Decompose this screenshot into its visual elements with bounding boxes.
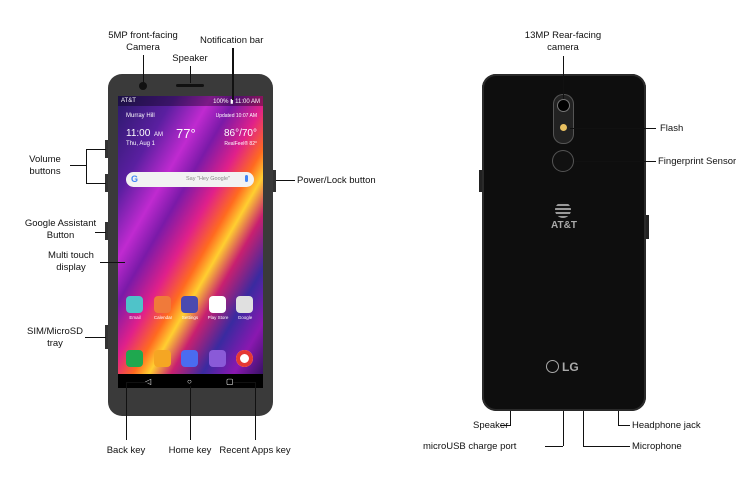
rear-camera-module xyxy=(553,94,574,144)
label-notification-bar: Notification bar xyxy=(200,35,264,46)
label-usb: microUSB charge port xyxy=(423,441,517,452)
app-label: Google xyxy=(237,315,253,320)
clock-time: 11:00 xyxy=(126,128,151,139)
google-folder-icon[interactable] xyxy=(236,296,253,313)
label-home-key: Home key xyxy=(168,445,212,456)
fingerprint-sensor[interactable] xyxy=(553,151,573,171)
home-key[interactable]: ○ xyxy=(187,377,192,386)
app-label: Settings xyxy=(181,315,199,320)
rear-side-button[interactable] xyxy=(479,170,482,192)
rear-side-button[interactable] xyxy=(646,215,649,239)
clock-date: Thu, Aug 1 xyxy=(126,141,156,147)
touch-display[interactable]: AT&T 100% ▮ 11:00 AM Murray Hill Updated… xyxy=(118,96,263,388)
back-phone: AT&T LG xyxy=(482,74,646,411)
earpiece-speaker xyxy=(176,84,204,87)
gallery-app-icon[interactable] xyxy=(209,350,226,367)
volume-up-button[interactable] xyxy=(105,140,108,158)
google-g-icon: G xyxy=(131,174,139,184)
label-power: Power/Lock button xyxy=(297,175,376,186)
label-headphone: Headphone jack xyxy=(632,420,701,431)
recent-apps-key[interactable]: ▢ xyxy=(226,377,234,386)
weather-hilo: 86°/70° xyxy=(223,128,257,139)
play-store-app-icon[interactable] xyxy=(209,296,226,313)
google-search-bar[interactable]: G Say "Hey Google" xyxy=(126,172,254,187)
lg-logo: LG xyxy=(562,360,579,374)
phone-app-icon[interactable] xyxy=(126,350,143,367)
label-rear-camera: 13MP Rear-facing camera xyxy=(524,30,602,53)
label-back-key: Back key xyxy=(106,445,146,456)
calendar-app-icon[interactable] xyxy=(154,296,171,313)
att-logo-text: AT&T xyxy=(551,220,577,231)
att-globe-logo xyxy=(555,202,571,218)
chrome-app-icon[interactable] xyxy=(236,350,253,367)
clock-ampm: AM xyxy=(154,132,163,138)
front-phone: AT&T 100% ▮ 11:00 AM Murray Hill Updated… xyxy=(108,74,273,416)
updated: Updated 10:07 AM xyxy=(215,113,257,119)
volume-down-button[interactable] xyxy=(105,174,108,192)
search-placeholder: Say "Hey Google" xyxy=(186,176,230,182)
email-app-icon[interactable] xyxy=(126,296,143,313)
assistant-button[interactable] xyxy=(105,222,108,240)
app-label: Calendar xyxy=(153,315,173,320)
app-label: Play Store xyxy=(207,315,229,320)
rear-camera-lens xyxy=(558,100,569,111)
label-front-camera: 5MP front-facing Camera xyxy=(108,30,178,53)
label-display: Multi touch display xyxy=(48,250,94,273)
settings-app-icon[interactable] xyxy=(181,296,198,313)
label-assistant: Google Assistant Button xyxy=(24,218,97,241)
label-speaker: Speaker xyxy=(172,53,208,64)
app-label: Email xyxy=(129,315,141,320)
label-flash: Flash xyxy=(660,123,684,134)
power-button[interactable] xyxy=(273,170,276,192)
label-recent-apps-key: Recent Apps key xyxy=(219,445,291,456)
label-rear-speaker: Speaker xyxy=(473,420,509,431)
mic-icon xyxy=(245,175,248,182)
lg-face-icon xyxy=(546,360,559,373)
flash xyxy=(560,124,567,131)
status-info: 100% ▮ 11:00 AM xyxy=(213,99,260,105)
carrier: AT&T xyxy=(121,98,136,104)
label-sim: SIM/MicroSD tray xyxy=(27,326,83,349)
label-volume: Volume buttons xyxy=(29,154,61,177)
sim-tray[interactable] xyxy=(105,325,108,349)
notification-bar[interactable] xyxy=(118,96,263,106)
back-key[interactable]: ◁ xyxy=(145,377,151,386)
location: Murray Hill xyxy=(126,113,155,119)
weather-temp: 77° xyxy=(176,126,196,141)
camera-app-icon[interactable] xyxy=(181,350,198,367)
label-fingerprint: Fingerprint Sensor xyxy=(658,156,737,167)
label-microphone: Microphone xyxy=(632,441,682,452)
weather-feels: RealFeel® 82° xyxy=(224,141,257,147)
messages-app-icon[interactable] xyxy=(154,350,171,367)
front-camera xyxy=(139,82,147,90)
